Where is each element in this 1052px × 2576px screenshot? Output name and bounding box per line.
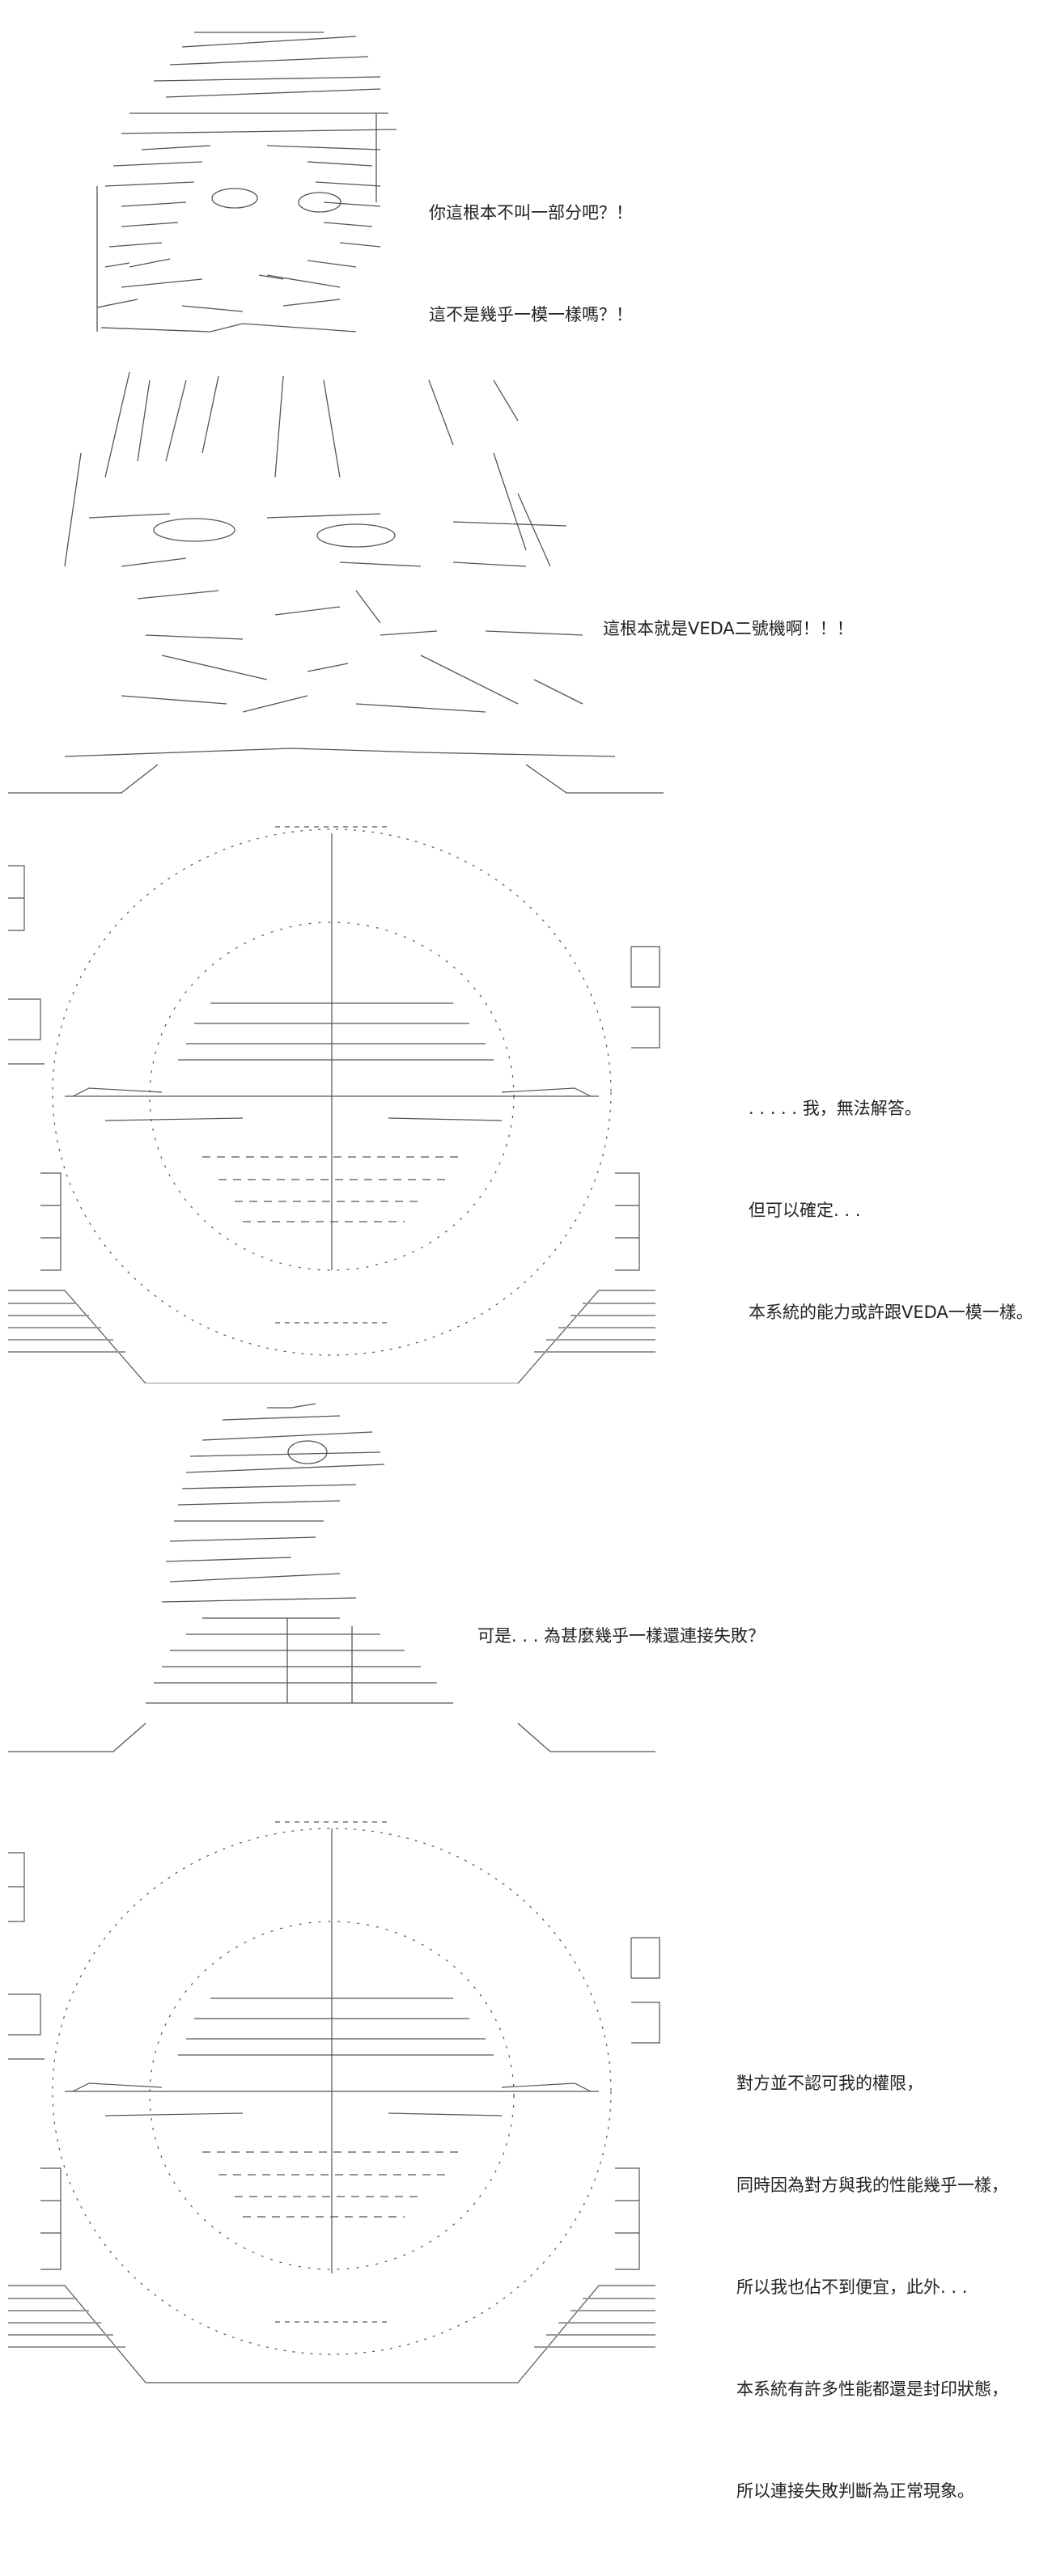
dialogue-line: 可是. . . 為甚麼幾乎一樣還連接失敗？ [477, 1626, 766, 1646]
dialogue-line: . . . . . 我，無法解答。 [749, 1099, 922, 1118]
dialogue-line: 你這根本不叫一部分吧？！ [429, 203, 633, 222]
dialogue-line: 這根本就是VEDA二號機啊！！！ [603, 619, 854, 638]
panel-4: 可是. . . 為甚麼幾乎一樣還連接失敗？ [0, 1383, 1052, 1812]
dialogue-line: 對方並不認可我的權限， [736, 2074, 923, 2093]
dialogue-line: 但可以確定. . . [749, 1201, 861, 1220]
scope-eye-art [0, 1812, 664, 2387]
character-face-art [0, 0, 453, 356]
dialogue-line: 所以連接失敗判斷為正常現象。 [736, 2481, 974, 2501]
panel-2: 這根本就是VEDA二號機啊！！！ [0, 356, 1052, 817]
dialogue-box: 可是. . . 為甚麼幾乎一樣還連接失敗？ [477, 1551, 765, 1721]
dialogue-box: 對方並不認可我的權限， 同時因為對方與我的性能幾乎一樣， 所以我也佔不到便宜，此… [736, 1998, 1008, 2576]
panel-5: 對方並不認可我的權限， 同時因為對方與我的性能幾乎一樣， 所以我也佔不到便宜，此… [0, 1812, 1052, 2501]
panel-1: 你這根本不叫一部分吧？！ 這不是幾乎一模一樣嗎？！ [0, 0, 1052, 356]
dialogue-line: 這不是幾乎一模一樣嗎？！ [429, 305, 633, 324]
chibi-character-art [0, 1383, 664, 1812]
dialogue-line: 本系統有許多性能都還是封印狀態， [736, 2379, 1008, 2399]
dialogue-line: 所以我也佔不到便宜，此外. . . [736, 2277, 968, 2297]
panel-3: . . . . . 我，無法解答。 但可以確定. . . 本系統的能力或許跟VE… [0, 817, 1052, 1383]
character-body-art [0, 356, 664, 817]
dialogue-box: 你這根本不叫一部分吧？！ 這不是幾乎一模一樣嗎？！ [429, 128, 633, 400]
dialogue-line: 同時因為對方與我的性能幾乎一樣， [736, 2176, 1008, 2195]
dialogue-line: 本系統的能力或許跟VEDA一模一樣。 [749, 1303, 1033, 1322]
dialogue-box: 這根本就是VEDA二號機啊！！！ [603, 544, 854, 714]
scope-eye-art [0, 817, 664, 1383]
dialogue-box: . . . . . 我，無法解答。 但可以確定. . . 本系統的能力或許跟VE… [749, 1023, 1033, 1397]
